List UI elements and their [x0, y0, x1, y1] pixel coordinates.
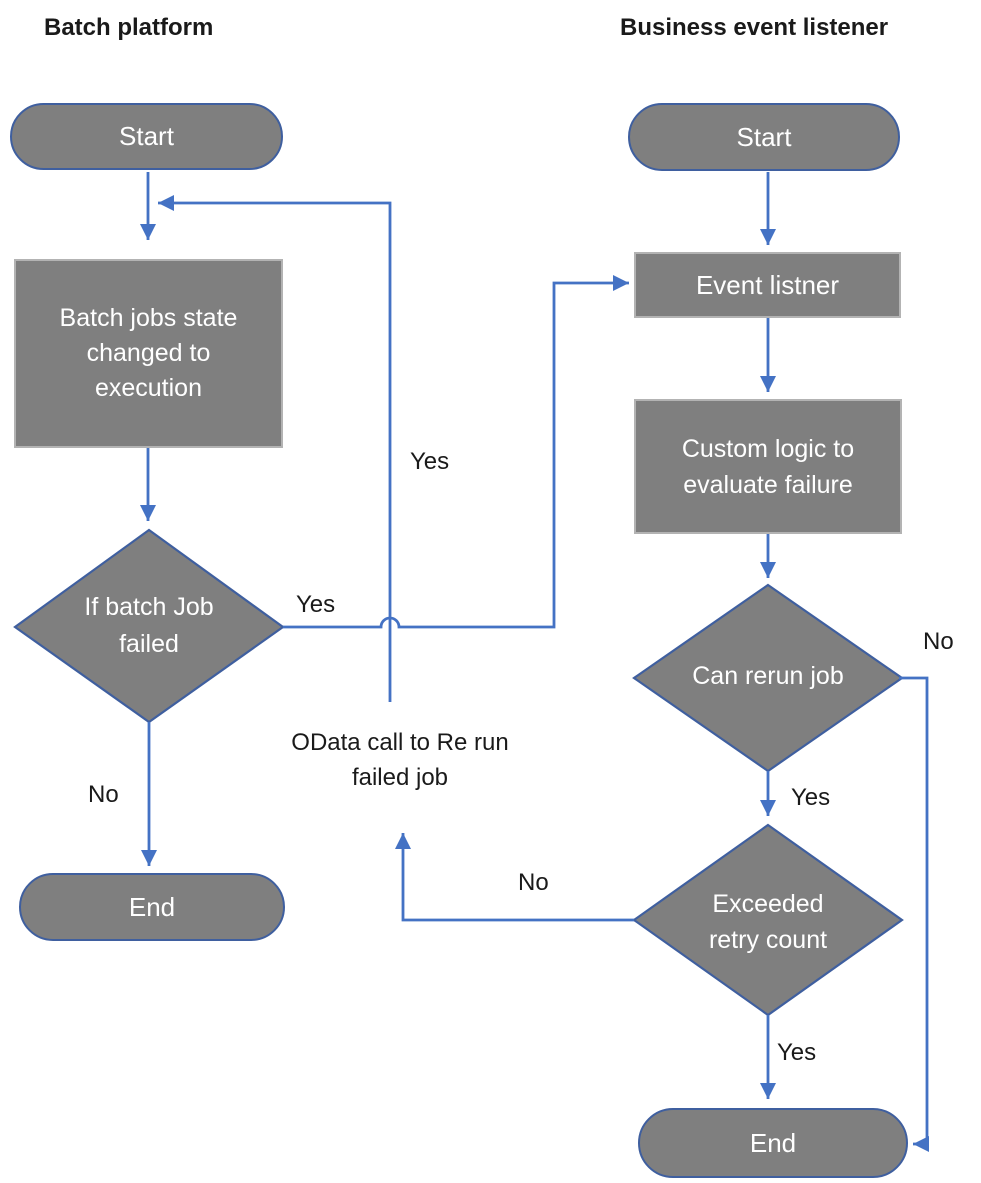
- custom-logic-node: Custom logic to evaluate failure: [634, 399, 902, 534]
- connector-rerun-no-to-end: [899, 676, 929, 1152]
- listener-end-node: End: [638, 1108, 908, 1178]
- batch-process-node: Batch jobs state changed to execution: [14, 259, 283, 448]
- batch-end-label: End: [128, 891, 176, 922]
- batch-decision-yes-label: Yes: [296, 591, 336, 618]
- odata-note-label: OData call to Re run failed job: [291, 729, 509, 791]
- retry-no-label: No: [518, 869, 549, 896]
- batch-end-node: End: [19, 873, 285, 941]
- retry-loop-yes-label: Yes: [410, 448, 450, 475]
- retry-yes-label: Yes: [777, 1039, 817, 1066]
- rerun-yes-label: Yes: [791, 784, 831, 811]
- retry-decision-label: Exceeded retry count: [708, 890, 828, 954]
- batch-decision-label: If batch Job failed: [84, 593, 214, 658]
- listener-end-label: End: [749, 1127, 797, 1158]
- batch-start-label: Start: [119, 121, 174, 151]
- custom-logic-label: Custom logic to evaluate failure: [681, 434, 855, 499]
- listener-column-title: Business event listener: [620, 14, 889, 41]
- listener-start-label: Start: [736, 121, 792, 152]
- connector-batch-yes-to-event-listener: [283, 275, 629, 629]
- batch-decision-no-label: No: [88, 781, 119, 808]
- batch-start-node: Start: [10, 103, 283, 170]
- batch-process-label: Batch jobs state changed to execution: [59, 304, 238, 402]
- event-listener-label: Event listner: [695, 269, 840, 300]
- rerun-decision-label: Can rerun job: [692, 662, 844, 690]
- event-listener-node: Event listner: [634, 252, 901, 318]
- listener-start-node: Start: [628, 103, 900, 171]
- batch-column-title: Batch platform: [44, 14, 214, 41]
- rerun-no-label: No: [923, 628, 954, 655]
